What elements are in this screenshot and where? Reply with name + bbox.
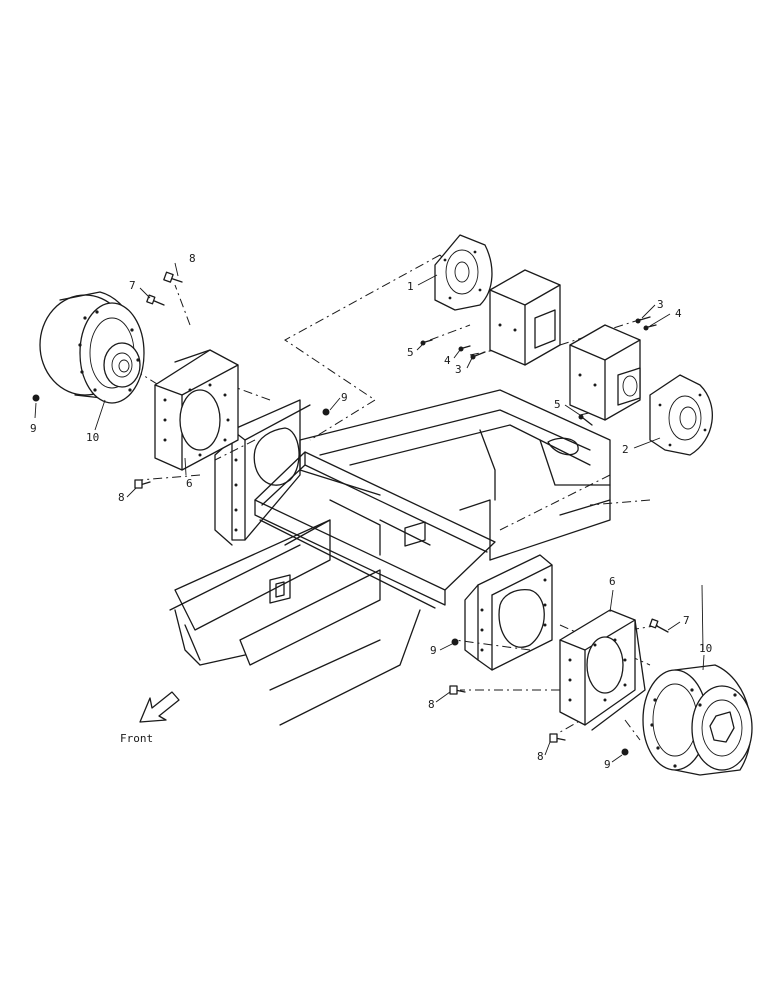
part-label-7-left: 7 [129,279,136,292]
part-label-3-right: 3 [657,298,664,311]
lower-gearbox-block [569,324,641,421]
part-label-8-bottom: 8 [537,750,544,763]
part-label-8-right: 8 [428,698,435,711]
frame-bolt-holes [234,458,547,652]
part-label-6-right: 6 [609,575,616,588]
part-label-1: 1 [407,280,414,293]
left-adapter-plate [154,349,239,471]
front-direction-label: Front [120,732,153,745]
part-label-5-upper: 5 [407,346,414,359]
part-label-9-bottom: 9 [604,758,611,771]
arrow-down-left-icon [139,691,180,723]
part-label-4-upper: 4 [444,354,451,367]
part-label-9-left: 9 [30,422,37,435]
upper-motor-flange [434,234,493,311]
part-number-labels: 8 7 9 10 6 8 9 1 5 4 3 3 4 5 2 6 7 10 9 … [30,252,712,771]
part-label-10-left: 10 [86,431,99,444]
leader-lines [34,262,705,763]
fasteners [32,271,669,756]
left-wheel-motor [39,291,145,404]
lower-motor-flange [649,374,713,456]
right-wheel-motor [642,664,753,776]
part-label-6-left: 6 [186,477,193,490]
part-label-8-top: 8 [189,252,196,265]
right-adapter-plate [559,609,646,731]
part-label-5-lower: 5 [554,398,561,411]
part-label-4-right: 4 [675,307,682,320]
part-label-7-right: 7 [683,614,690,627]
part-label-9-frame: 9 [341,391,348,404]
part-label-2: 2 [622,443,629,456]
part-label-10-right: 10 [699,642,712,655]
part-label-3-upper: 3 [455,363,462,376]
part-label-8-left: 8 [118,491,125,504]
chassis-frame [169,389,611,726]
part-label-9-right: 9 [430,644,437,657]
upper-gearbox-block [489,269,561,366]
